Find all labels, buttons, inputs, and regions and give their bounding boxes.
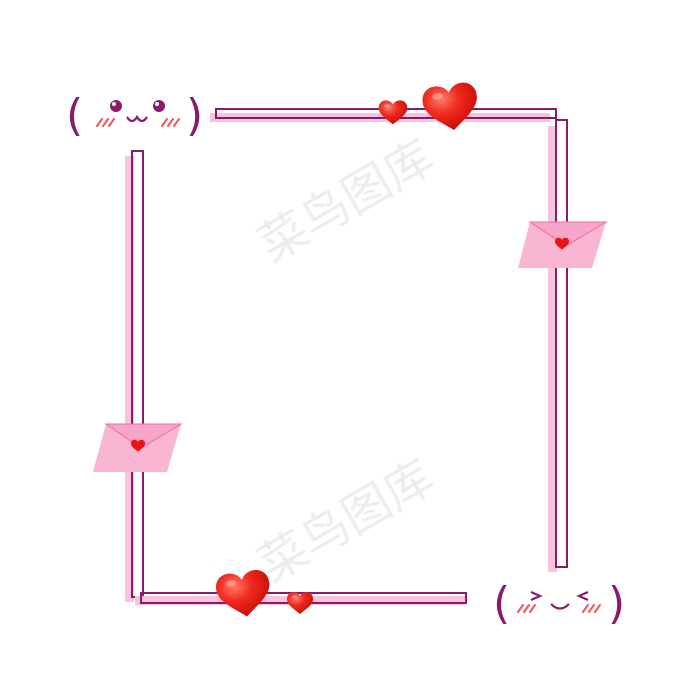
kaomoji-top-left: ( ) bbox=[66, 90, 203, 141]
frame-left-bar bbox=[125, 150, 144, 602]
heart-icon bbox=[420, 80, 482, 134]
svg-text:(: ( bbox=[66, 90, 83, 141]
watermark: 菜鸟图库 菜鸟图库 bbox=[249, 129, 443, 594]
watermark-text-top: 菜鸟图库 bbox=[249, 129, 443, 274]
svg-text:(: ( bbox=[493, 578, 510, 629]
svg-text:): ) bbox=[608, 578, 625, 629]
envelope-icon bbox=[93, 423, 183, 472]
svg-text:): ) bbox=[186, 90, 203, 141]
frame-right-bar bbox=[548, 119, 568, 572]
envelope-icon bbox=[518, 221, 608, 268]
kaomoji-bottom-right: ( ) bbox=[493, 578, 625, 629]
heart-icon bbox=[214, 568, 274, 621]
heart-icon bbox=[378, 100, 408, 125]
heart-icon bbox=[287, 592, 313, 614]
watermark-text-bottom: 菜鸟图库 bbox=[249, 449, 443, 594]
